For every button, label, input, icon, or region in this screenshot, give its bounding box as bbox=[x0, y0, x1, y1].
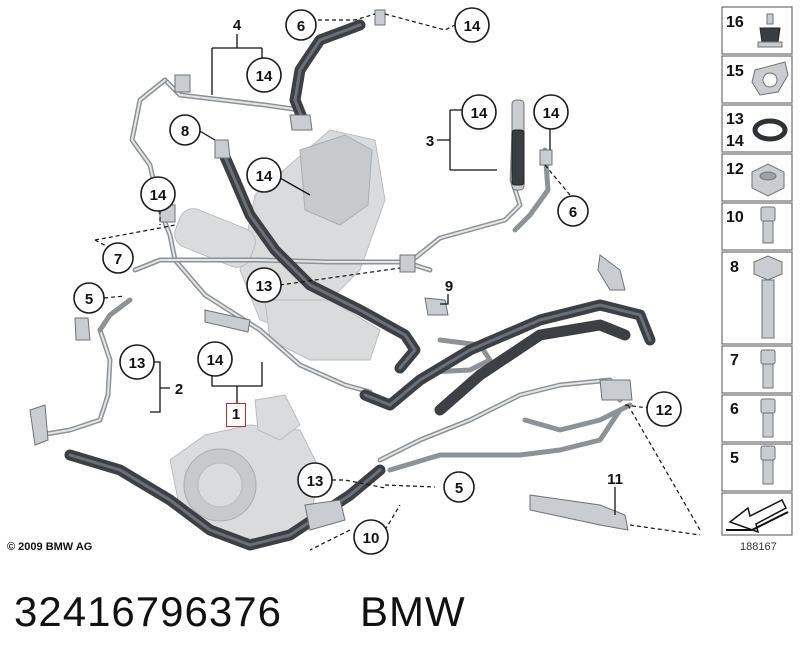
sidebar-item-8: 8 bbox=[721, 251, 793, 345]
sidebar-item-13-14: 13 14 bbox=[721, 104, 793, 153]
svg-text:6: 6 bbox=[730, 401, 739, 418]
callout-14-d: 14 bbox=[533, 94, 569, 130]
reference-number: 188167 bbox=[740, 541, 777, 553]
svg-text:3: 3 bbox=[426, 133, 434, 150]
label-9: 9 bbox=[445, 278, 453, 295]
svg-text:6: 6 bbox=[297, 18, 305, 35]
svg-text:13: 13 bbox=[307, 473, 324, 490]
part-1-number: 1 bbox=[231, 406, 241, 423]
svg-text:14: 14 bbox=[256, 68, 273, 85]
svg-text:10: 10 bbox=[726, 209, 744, 226]
callout-7: 7 bbox=[102, 242, 134, 274]
callout-6-top: 6 bbox=[285, 9, 317, 41]
brackets bbox=[29, 9, 633, 531]
brand-caption: BMW bbox=[360, 588, 466, 635]
svg-text:14: 14 bbox=[543, 105, 560, 122]
sidebar-item-12: 12 bbox=[721, 153, 793, 202]
sidebar-item-arrow bbox=[721, 492, 793, 536]
callout-5-bottom: 5 bbox=[443, 471, 475, 503]
svg-text:2: 2 bbox=[175, 381, 183, 398]
label-11: 11 bbox=[607, 471, 623, 488]
callout-14-a: 14 bbox=[246, 57, 282, 93]
svg-text:12: 12 bbox=[656, 402, 673, 419]
svg-text:15: 15 bbox=[726, 63, 744, 80]
callout-13-bottom: 13 bbox=[297, 462, 333, 498]
svg-text:7: 7 bbox=[114, 251, 122, 268]
svg-text:13: 13 bbox=[726, 111, 744, 128]
o-ring-icon bbox=[752, 118, 788, 142]
svg-text:9: 9 bbox=[445, 278, 453, 295]
arrow-icon bbox=[726, 498, 789, 534]
sidebar-item-6: 6 bbox=[721, 394, 793, 443]
part-number-caption: 32416796376 bbox=[14, 588, 282, 635]
svg-text:12: 12 bbox=[726, 161, 744, 178]
sidebar-item-5: 5 bbox=[721, 443, 793, 492]
svg-text:14: 14 bbox=[207, 352, 224, 369]
bolt-icon bbox=[760, 349, 776, 389]
leader-lines bbox=[94, 13, 701, 551]
label-4: 4 bbox=[233, 17, 242, 34]
sidebar-item-7: 7 bbox=[721, 345, 793, 394]
svg-text:8: 8 bbox=[181, 123, 189, 140]
callout-12: 12 bbox=[646, 391, 682, 427]
callout-8: 8 bbox=[169, 114, 201, 146]
sidebar-item-15: 15 bbox=[721, 55, 793, 104]
bolt-icon bbox=[760, 206, 776, 244]
label-3: 3 bbox=[426, 133, 434, 150]
svg-text:13: 13 bbox=[256, 278, 273, 295]
highlighted-part-label[interactable]: 1 bbox=[226, 403, 246, 427]
svg-text:14: 14 bbox=[150, 187, 167, 204]
svg-text:6: 6 bbox=[569, 204, 577, 221]
callout-14-e: 14 bbox=[197, 341, 233, 377]
svg-text:5: 5 bbox=[730, 450, 739, 467]
bolt-icon bbox=[760, 398, 776, 438]
sidebar-item-16: 16 bbox=[721, 6, 793, 55]
callout-14-c: 14 bbox=[461, 94, 497, 130]
svg-text:7: 7 bbox=[730, 352, 739, 369]
copyright-text: © 2009 BMW AG bbox=[7, 541, 93, 553]
svg-text:5: 5 bbox=[455, 480, 463, 497]
callout-14-left: 14 bbox=[140, 176, 176, 212]
svg-text:4: 4 bbox=[233, 17, 242, 34]
callout-5-left: 5 bbox=[73, 282, 105, 314]
callout-14-top: 14 bbox=[454, 7, 490, 43]
callout-6-right: 6 bbox=[557, 195, 589, 227]
svg-text:8: 8 bbox=[730, 259, 739, 276]
svg-text:14: 14 bbox=[726, 133, 744, 150]
svg-text:5: 5 bbox=[85, 291, 93, 308]
sidebar-item-10: 10 bbox=[721, 202, 793, 251]
long-bolt-icon bbox=[753, 255, 783, 339]
callout-10: 10 bbox=[353, 519, 389, 555]
hex-nut-icon bbox=[751, 163, 785, 197]
callout-13-mid: 13 bbox=[246, 267, 282, 303]
label-2: 2 bbox=[175, 381, 183, 398]
callout-13-left: 13 bbox=[119, 344, 155, 380]
svg-text:14: 14 bbox=[471, 105, 488, 122]
svg-text:11: 11 bbox=[607, 471, 623, 488]
svg-text:13: 13 bbox=[129, 355, 146, 372]
svg-text:16: 16 bbox=[726, 14, 744, 31]
clip-icon bbox=[751, 61, 789, 96]
rubber-mount-icon bbox=[757, 13, 783, 48]
svg-text:14: 14 bbox=[256, 168, 273, 185]
callout-14-b: 14 bbox=[246, 157, 282, 193]
bolt-icon bbox=[760, 445, 776, 485]
svg-text:14: 14 bbox=[464, 18, 481, 35]
parts-sidebar: 16 15 13 14 12 bbox=[721, 6, 793, 536]
svg-text:10: 10 bbox=[363, 530, 380, 547]
